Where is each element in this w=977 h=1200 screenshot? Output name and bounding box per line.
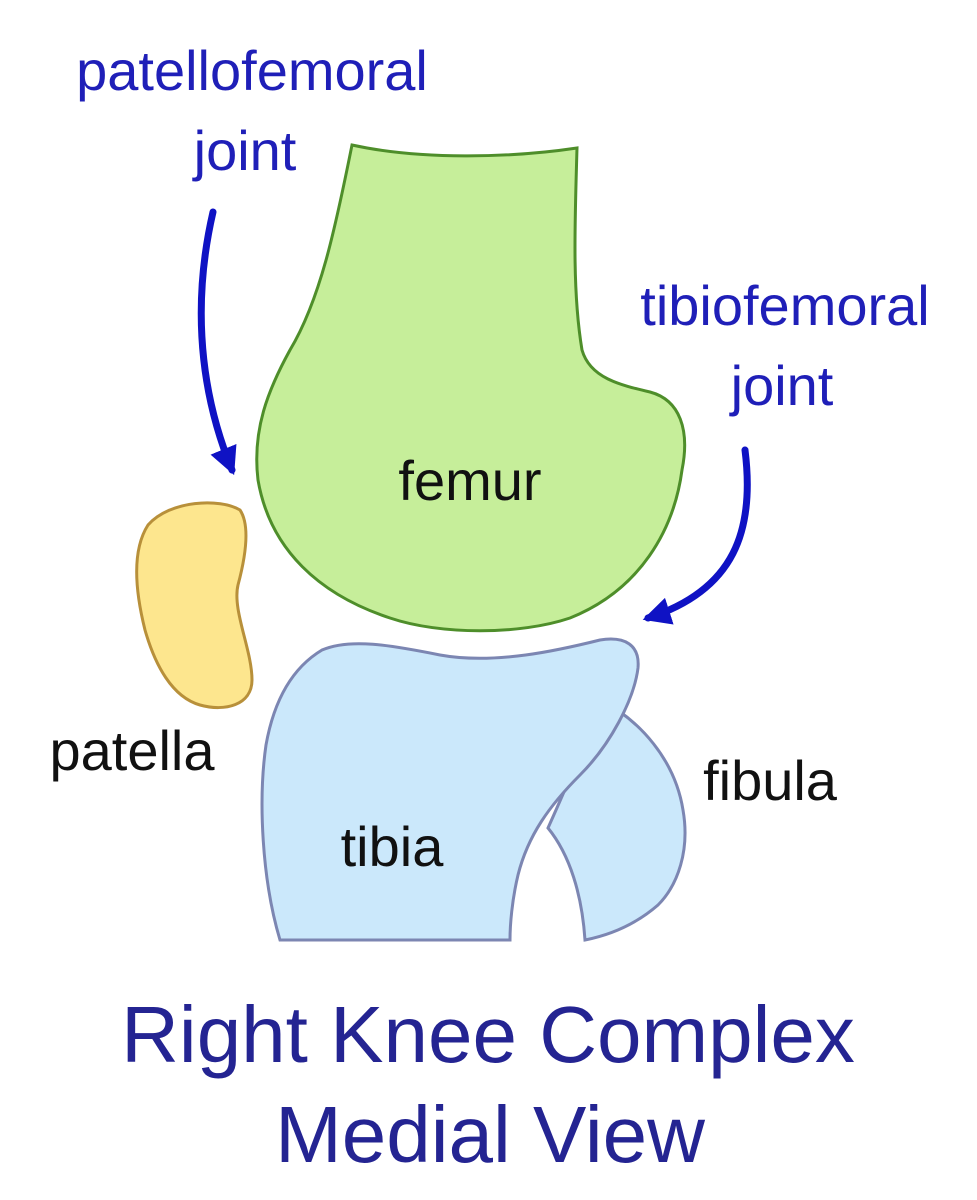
tibia-bone bbox=[260, 637, 640, 942]
patella-bone bbox=[135, 501, 254, 710]
tibiofemoral-label-line1: tibiofemoral bbox=[640, 274, 929, 337]
fibula-label: fibula bbox=[703, 749, 838, 812]
patellofemoral-label-line2: joint bbox=[192, 119, 297, 182]
patellofemoral-label-line1: patellofemoral bbox=[76, 39, 428, 102]
caption-line1: Right Knee Complex bbox=[121, 990, 855, 1079]
patellofemoral-arrow bbox=[197, 208, 237, 476]
tibiofemoral-label-line2: joint bbox=[729, 354, 834, 417]
femur-label: femur bbox=[398, 449, 541, 512]
patella-label: patella bbox=[49, 719, 215, 782]
tibia-label: tibia bbox=[341, 815, 445, 878]
femur-bone bbox=[255, 143, 687, 633]
caption-line2: Medial View bbox=[275, 1090, 705, 1179]
tibiofemoral-arrow bbox=[642, 446, 751, 625]
